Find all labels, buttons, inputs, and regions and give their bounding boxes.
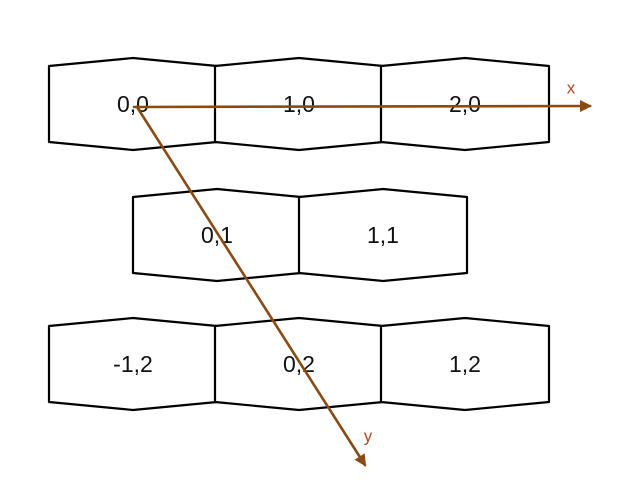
x-axis-arrow <box>132 100 592 113</box>
hex-cell <box>379 316 551 412</box>
hex-cell-label: 1,0 <box>283 91 315 117</box>
hex-cell-label: 2,0 <box>449 91 481 117</box>
hex-cell-label: 0,0 <box>117 91 149 117</box>
hex-cell-label: -1,2 <box>113 351 153 377</box>
y-axis-label: y <box>364 426 373 445</box>
hex-cell-label: 0,1 <box>201 222 233 248</box>
hex-cell-label: 0,2 <box>283 351 315 377</box>
y-axis-arrow <box>135 105 367 467</box>
hex-cell-label: 1,1 <box>367 222 399 248</box>
x-axis-label: x <box>567 78 576 97</box>
hex-cell <box>297 187 469 283</box>
hex-cell <box>379 56 551 152</box>
hex-cell-label: 1,2 <box>449 351 481 377</box>
